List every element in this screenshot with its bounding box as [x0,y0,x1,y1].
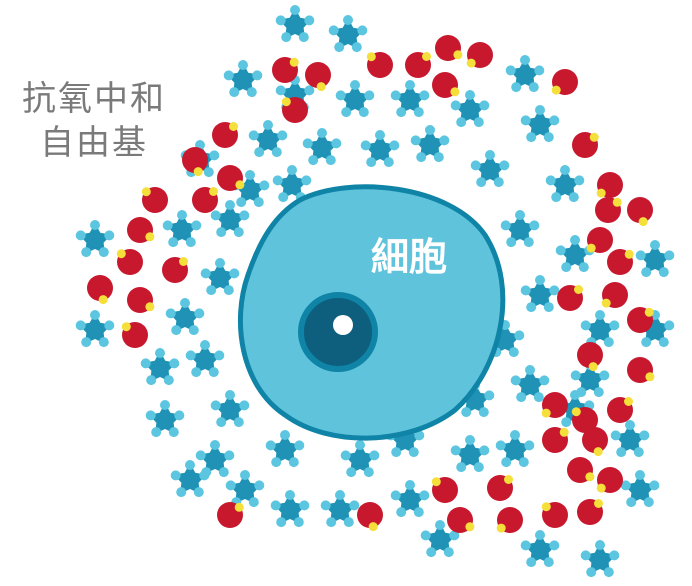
free-radical-particle-icon [162,257,188,283]
antioxidant-particle-icon [410,125,450,163]
free-radical-particle-icon [141,187,168,213]
antioxidant-particle-icon [390,480,430,518]
free-radical-particle-icon [567,457,595,483]
nucleus-center [333,315,353,335]
antioxidant-particle-icon [620,470,660,508]
cell: 細胞 [237,184,506,441]
free-radical-particle-icon [601,282,628,308]
antioxidant-particle-icon [265,430,305,468]
antioxidant-particle-icon [580,310,620,348]
free-radical-particle-icon [121,322,148,348]
free-radical-particle-icon [542,427,569,453]
free-radical-particle-icon [366,52,393,78]
free-radical-particle-icon [272,57,299,83]
free-radical-particle-icon [217,165,245,191]
antioxidant-particle-icon [545,165,585,203]
free-radical-particle-icon [496,507,523,533]
antioxidant-particle-icon [520,530,560,568]
free-radical-particle-icon [127,287,155,313]
antioxidant-particle-icon [75,310,115,348]
antioxidant-particle-icon [505,55,545,93]
antioxidant-particle-icon [165,298,205,336]
antioxidant-particle-icon [390,80,430,118]
antioxidant-particle-icon [270,490,310,528]
antioxidant-particle-icon [225,470,265,508]
antioxidant-particle-icon [495,430,535,468]
free-radical-particle-icon [432,72,460,98]
free-radical-particle-icon [627,357,655,383]
antioxidant-particle-icon [210,200,250,238]
free-radical-particle-icon [435,35,463,61]
free-radical-particle-icon [447,507,475,533]
antioxidant-particle-icon [275,5,315,43]
antioxidant-particle-icon [320,490,360,528]
free-radical-particle-icon [217,502,244,528]
free-radical-particle-icon [541,392,568,418]
antioxidant-particle-icon [500,210,540,248]
free-radical-particle-icon [577,499,603,525]
antioxidant-particle-icon [140,348,180,386]
caption: 抗氧中和 自由基 [22,79,166,163]
free-radical-particle-icon [627,307,654,333]
free-radical-particle-icon [572,132,599,158]
antioxidant-particle-icon [200,258,240,296]
antioxidant-particle-icon [335,80,375,118]
antioxidant-particle-icon [470,150,510,188]
free-radical-particle-icon [466,42,493,68]
free-radical-particle-icon [571,407,598,433]
free-radical-particle-icon [487,475,513,501]
antioxidant-particle-icon [162,210,202,248]
antioxidant-particle-icon [223,60,263,98]
cell-label: 細胞 [371,235,447,279]
free-radical-particle-icon [595,197,622,223]
antioxidant-particle-icon [340,440,380,478]
free-radical-particle-icon [357,502,383,532]
antioxidant-particle-icon [520,275,560,313]
antioxidant-particle-icon [420,520,460,558]
antioxidant-particle-icon [520,105,560,143]
free-radical-particle-icon [607,397,633,423]
antioxidant-particle-icon [450,90,490,128]
free-radical-particle-icon [627,197,653,227]
antioxidant-particle-icon [450,435,490,473]
antioxidant-particle-icon [328,15,368,53]
antioxidant-particle-icon [302,128,342,166]
free-radical-particle-icon [405,52,431,78]
antioxidant-particle-icon [635,240,675,278]
antioxidant-particle-icon [272,165,312,203]
antioxidant-particle-icon [145,400,185,438]
free-radical-particle-icon [586,227,613,253]
antioxidant-particle-icon [510,365,550,403]
free-radical-particle-icon [541,502,568,528]
free-radical-particle-icon [182,147,208,177]
antioxidant-particle-icon [185,340,225,378]
free-radical-particle-icon [577,342,603,372]
antioxidant-particle-icon [580,540,620,578]
free-radical-particle-icon [551,69,578,95]
antioxidant-particle-icon [75,220,115,258]
caption-line-1: 抗氧中和 [22,79,166,119]
free-radical-particle-icon [431,477,458,503]
antioxidant-particle-icon [248,120,288,158]
free-radical-particle-icon [116,249,143,275]
antioxidant-particle-icon [170,460,210,498]
antioxidant-particle-icon [610,420,650,458]
antioxidant-particle-icon [360,130,400,168]
antioxidant-particle-icon [210,390,250,428]
antioxidant-particle-icon [555,235,595,273]
free-radical-particle-icon [192,187,218,213]
free-radical-particle-icon [607,249,634,275]
free-radical-particle-icon [596,467,623,493]
free-radical-particle-icon [281,97,308,123]
free-radical-particle-icon [305,62,331,92]
free-radical-particle-icon [596,172,623,198]
free-radical-particle-icon [87,275,113,305]
free-radical-particle-icon [212,122,238,148]
caption-line-2: 自由基 [40,123,148,163]
free-radical-particle-icon [127,217,155,243]
antioxidant-particle-icon [570,360,610,398]
free-radical-particle-icon [582,427,608,457]
free-radical-particle-icon [557,285,583,311]
